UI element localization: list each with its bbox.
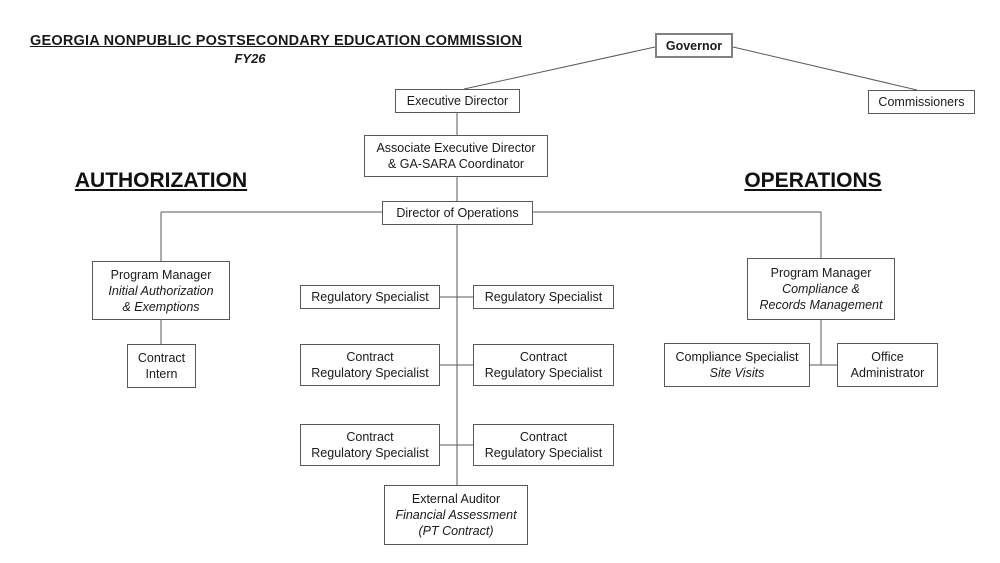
node-contract-regulatory-specialist-1-line1: Contract [346,350,394,364]
node-office-administrator-line2: Administrator [850,366,925,380]
node-compliance-specialist: Compliance Specialist Site Visits [664,343,810,387]
node-director-of-operations-label: Director of Operations [396,206,519,220]
node-program-manager-compliance-title: Program Manager [770,266,872,280]
node-governor-label: Governor [665,38,723,53]
node-program-manager-authorization-sub2: & Exemptions [122,299,200,314]
node-contract-regulatory-specialist-2-line2: Regulatory Specialist [484,366,603,380]
node-contract-regulatory-specialist-4: Contract Regulatory Specialist [473,424,614,466]
node-commissioners: Commissioners [868,90,975,114]
node-contract-regulatory-specialist-3-line2: Regulatory Specialist [311,446,429,460]
node-governor: Governor [655,33,733,58]
node-contract-regulatory-specialist-3-line1: Contract [346,430,394,444]
node-associate-executive-director: Associate Executive Director & GA-SARA C… [364,135,548,177]
node-executive-director: Executive Director [395,89,520,113]
section-heading-operations: OPERATIONS [744,169,882,192]
node-office-administrator: Office Administrator [837,343,938,387]
node-compliance-specialist-title: Compliance Specialist [675,350,799,364]
node-program-manager-authorization: Program Manager Initial Authorization & … [92,261,230,320]
node-external-auditor-title: External Auditor [411,492,501,506]
node-compliance-specialist-sub1: Site Visits [709,366,765,380]
node-executive-director-label: Executive Director [406,94,509,108]
node-program-manager-authorization-sub1: Initial Authorization [108,283,214,298]
node-contract-regulatory-specialist-2: Contract Regulatory Specialist [473,344,614,386]
document-title: GEORGIA NONPUBLIC POSTSECONDARY EDUCATIO… [30,33,523,49]
node-contract-regulatory-specialist-1-line2: Regulatory Specialist [311,366,429,380]
node-regulatory-specialist-right: Regulatory Specialist [473,285,614,309]
node-contract-regulatory-specialist-2-line1: Contract [519,350,568,364]
node-regulatory-specialist-left: Regulatory Specialist [300,285,440,309]
node-regulatory-specialist-left-label: Regulatory Specialist [311,290,429,304]
node-program-manager-compliance: Program Manager Compliance & Records Man… [747,258,895,320]
node-contract-intern-line1: Contract [137,351,186,365]
node-contract-regulatory-specialist-4-line1: Contract [519,430,568,444]
node-external-auditor-sub2: (PT Contract) [418,524,494,538]
node-director-of-operations: Director of Operations [382,201,533,225]
node-external-auditor-sub1: Financial Assessment [395,508,517,522]
node-program-manager-authorization-title: Program Manager [110,267,212,282]
node-program-manager-compliance-sub1: Compliance & [782,282,860,296]
document-title-block: GEORGIA NONPUBLIC POSTSECONDARY EDUCATIO… [30,33,523,66]
node-associate-executive-director-line1: Associate Executive Director [376,141,536,155]
fiscal-year-label: FY26 [234,51,266,66]
node-contract-regulatory-specialist-3: Contract Regulatory Specialist [300,424,440,466]
line-governor-to-commissioners [732,46,918,91]
node-contract-intern-line2: Intern [145,367,178,381]
node-contract-regulatory-specialist-4-line2: Regulatory Specialist [484,446,603,460]
section-heading-authorization: AUTHORIZATION [74,169,248,192]
line-governor-to-executive-director [463,46,656,90]
node-office-administrator-line1: Office [871,350,904,364]
node-commissioners-label: Commissioners [878,95,965,109]
node-regulatory-specialist-right-label: Regulatory Specialist [484,290,603,304]
node-associate-executive-director-line2: & GA-SARA Coordinator [387,157,525,171]
node-program-manager-compliance-sub2: Records Management [759,298,883,312]
node-external-auditor: External Auditor Financial Assessment (P… [384,485,528,545]
node-contract-regulatory-specialist-1: Contract Regulatory Specialist [300,344,440,386]
node-contract-intern: Contract Intern [127,344,196,388]
